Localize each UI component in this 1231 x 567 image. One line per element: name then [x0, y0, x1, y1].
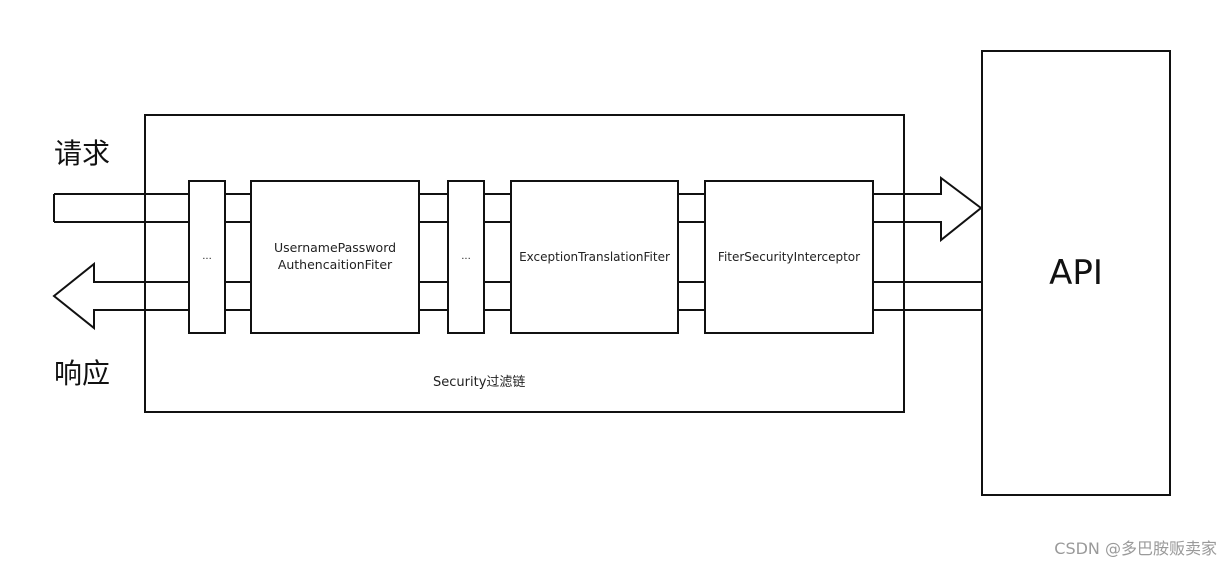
api-box — [981, 50, 1171, 496]
connector-bands — [225, 193, 705, 311]
request-band-entry — [53, 193, 189, 223]
security-chain-container — [144, 114, 905, 413]
filter-box-ellipsis-1 — [188, 180, 226, 334]
filter-label-ellipsis-1: ... — [202, 251, 212, 263]
filter-label-ellipsis-2: ... — [461, 251, 471, 263]
filter-box-ellipsis-2 — [447, 180, 485, 334]
filter-box-filter-security-interceptor — [704, 180, 874, 334]
filter-label-username-password: UsernamePassword AuthencaitionFiter — [273, 240, 397, 272]
filter-label-exception-translation: ExceptionTranslationFiter — [519, 249, 670, 264]
response-label: 响应 — [54, 357, 111, 390]
response-arrow — [52, 261, 189, 331]
watermark: CSDN @多巴胺贩卖家 — [1054, 539, 1217, 558]
connector-4-5 — [678, 193, 705, 311]
filter-label-filter-security-interceptor: FiterSecurityInterceptor — [717, 249, 861, 264]
api-label: API — [1049, 253, 1103, 293]
connector-3-4 — [484, 193, 511, 311]
connector-2-3 — [419, 193, 448, 311]
filter-box-exception-translation — [510, 180, 679, 334]
filter-box-username-password — [250, 180, 420, 334]
request-label: 请求 — [54, 137, 111, 170]
response-band-from-api — [873, 281, 982, 311]
security-chain-label: Security过滤链 — [433, 375, 526, 390]
request-arrow-to-api — [873, 176, 983, 243]
connector-1-2 — [225, 193, 251, 311]
